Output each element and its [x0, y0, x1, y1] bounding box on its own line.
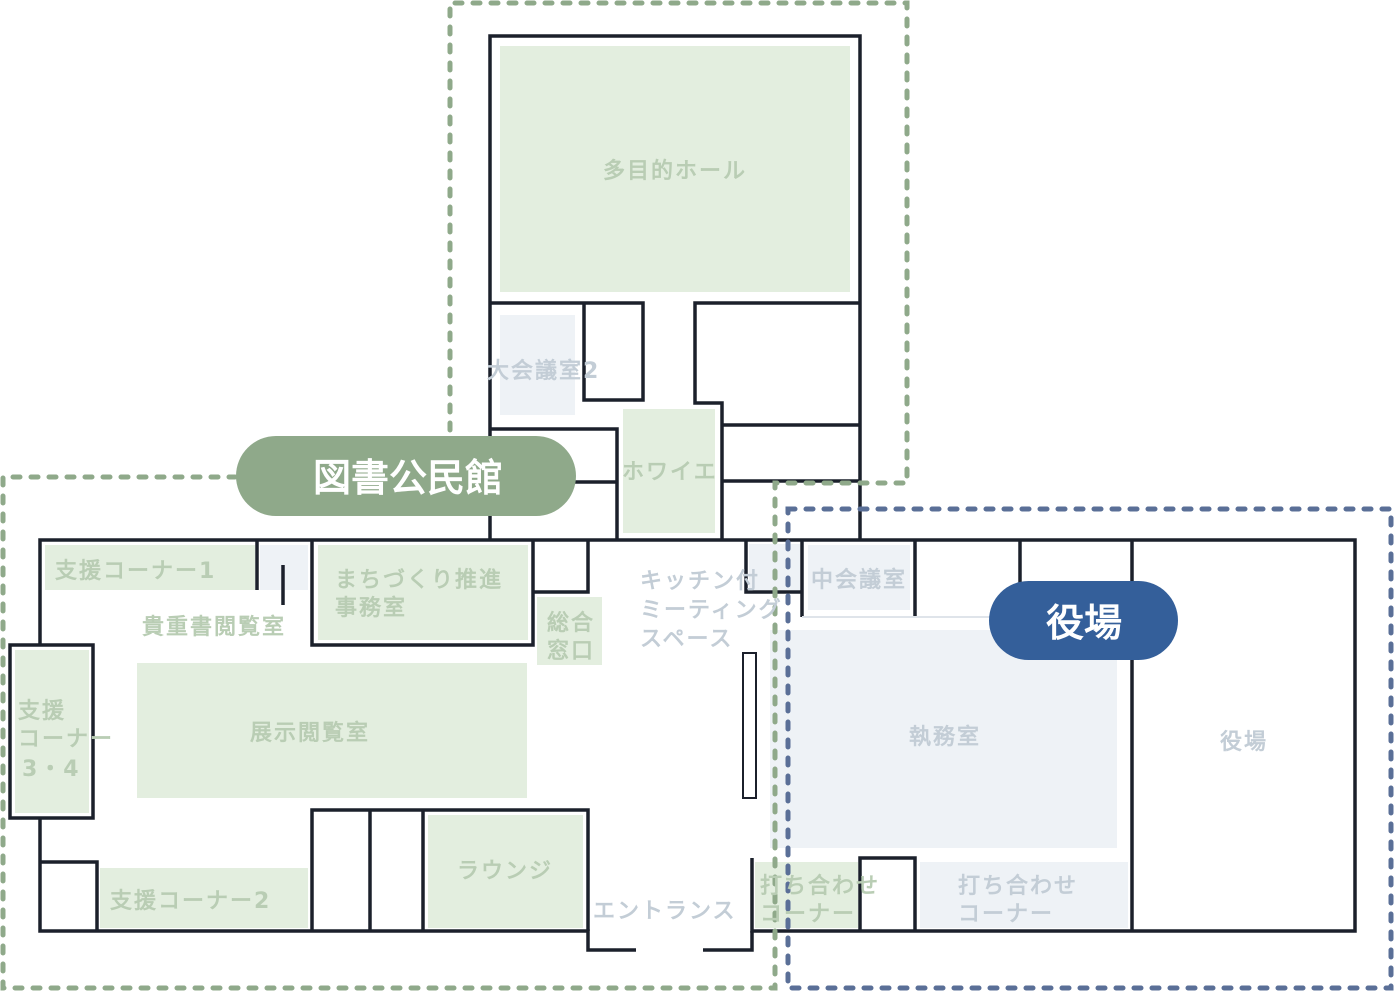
label-machizukuri-1: まちづくり推進: [335, 568, 503, 593]
library-zone-badge[interactable]: 図書公民館: [236, 436, 576, 516]
label-townhall-room: 役場: [1220, 730, 1268, 755]
label-meeting2: 大会議室2: [487, 358, 600, 384]
label-support34-1: 支援: [18, 699, 66, 724]
room-hall[interactable]: [500, 46, 850, 292]
townhall-zone-badge[interactable]: 役場: [989, 581, 1178, 660]
label-kitchen-1: キッチン付: [640, 569, 760, 594]
room-support34[interactable]: [15, 650, 89, 813]
label-consult-a-2: コーナー: [760, 902, 856, 927]
room-support1[interactable]: [45, 545, 255, 590]
room-machizukuri[interactable]: [318, 545, 528, 640]
room-foyer[interactable]: [623, 409, 715, 533]
label-lounge: ラウンジ: [457, 859, 553, 884]
label-counter-2: 窓口: [547, 638, 595, 664]
label-kitchen-3: スペース: [640, 627, 733, 652]
room-lounge[interactable]: [428, 815, 583, 928]
label-counter-1: 総合: [547, 610, 595, 636]
label-office: 執務室: [909, 724, 981, 750]
room-counter[interactable]: [537, 597, 602, 665]
label-consult-b-2: コーナー: [958, 902, 1054, 927]
townhall-zone-label: 役場: [1046, 601, 1122, 645]
label-mid-meeting: 中会議室: [811, 567, 907, 593]
label-consult-a-1: 打ち合わせ: [760, 873, 880, 899]
label-entrance: エントランス: [593, 899, 737, 924]
label-machizukuri-2: 事務室: [335, 595, 407, 621]
label-consult-b-1: 打ち合わせ: [958, 873, 1078, 899]
label-support34-2: コーナー: [18, 727, 114, 752]
room-consult-b[interactable]: [920, 862, 1128, 928]
label-support34-3: 3・4: [22, 757, 81, 782]
label-hall: 多目的ホール: [603, 158, 747, 184]
label-support1: 支援コーナー1: [55, 559, 216, 584]
library-zone-label: 図書公民館: [313, 456, 503, 500]
label-kitchen-2: ミーティング: [640, 597, 783, 623]
room-mid-meeting[interactable]: [808, 545, 910, 610]
room-support2[interactable]: [100, 868, 308, 928]
room-office[interactable]: [770, 630, 1117, 848]
townhall-zone-outline: [785, 506, 1394, 991]
room-meeting2[interactable]: [500, 315, 575, 415]
room-consult-a[interactable]: [755, 862, 858, 928]
room-exhibition[interactable]: [137, 663, 527, 798]
label-foyer: ホワイエ: [622, 460, 718, 485]
library-zone-outline: [0, 0, 910, 991]
label-exhibition: 展示閲覧室: [250, 720, 370, 746]
label-support2: 支援コーナー2: [110, 889, 271, 914]
label-rare-books: 貴重書閲覧室: [142, 614, 286, 640]
walls: [8, 34, 1357, 952]
